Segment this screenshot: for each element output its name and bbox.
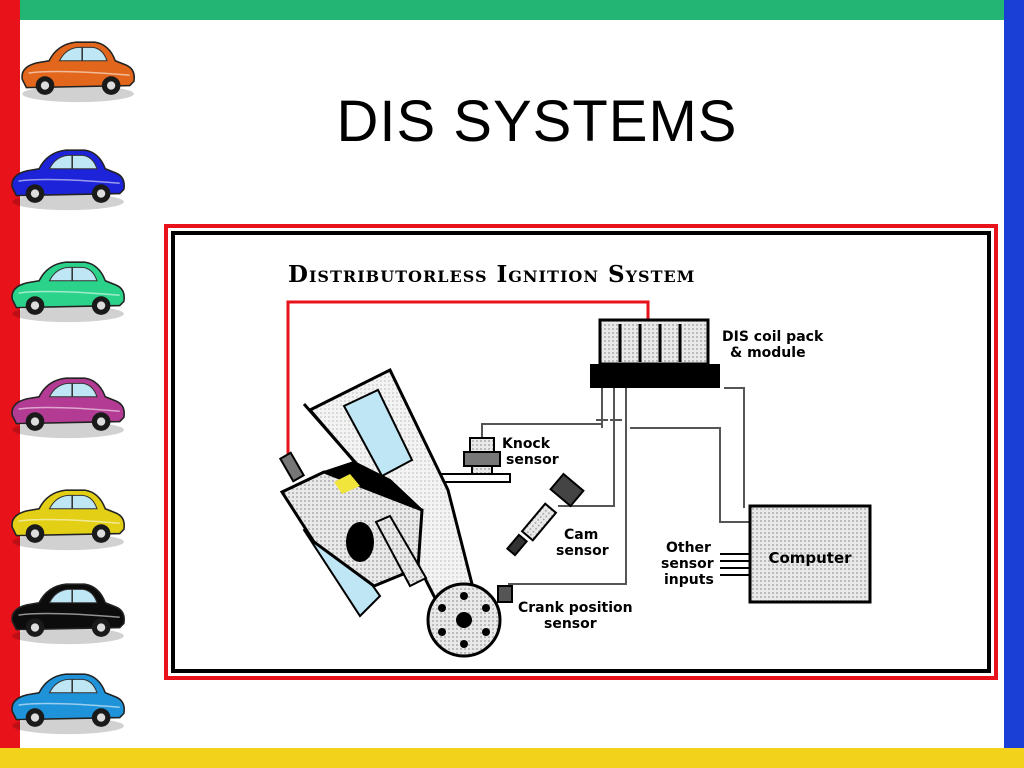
crank-label-line1: Crank position [518,600,633,616]
coil-label-line1: DIS coil pack [722,329,824,345]
slide-border-top [0,0,1024,20]
cam-label-line2: sensor [556,543,609,559]
diagram-red-frame [164,224,998,680]
diagram-heading: Distributorless Ignition System [288,261,695,288]
car-icon [11,261,126,323]
computer-box [748,504,872,604]
car-icon [11,673,126,735]
spark-plug-lead [286,300,650,456]
car-icon [11,377,126,439]
computer-label: Computer [768,549,852,567]
knock-label-line2: sensor [506,452,559,468]
car-icon [11,489,126,551]
slide-border-right [1004,0,1024,768]
slide-title: DIS SYSTEMS [336,89,738,154]
knock-label-line1: Knock [502,436,551,452]
car-column [11,41,136,735]
sensor-wiring [481,387,750,585]
dis-coil-pack [590,318,720,388]
slide-border-bottom [0,748,1024,768]
car-icon [21,41,136,103]
car-icon [11,149,126,211]
coil-label-line2: & module [730,345,806,361]
other-label-line1: Other [666,540,711,556]
other-label-line3: inputs [664,572,714,588]
other-label-line2: sensor [661,556,714,572]
crankshaft-wheel [426,582,513,658]
crank-label-line2: sensor [544,616,597,632]
ignition-diagram: Distributorless Ignition System DIS coil… [164,224,998,680]
cam-label-line1: Cam [564,527,598,543]
cam-sensor [505,472,585,557]
car-icon [11,583,126,645]
engine-cylinder [278,367,474,618]
other-input-lines [720,553,750,576]
knock-sensor [425,437,511,483]
